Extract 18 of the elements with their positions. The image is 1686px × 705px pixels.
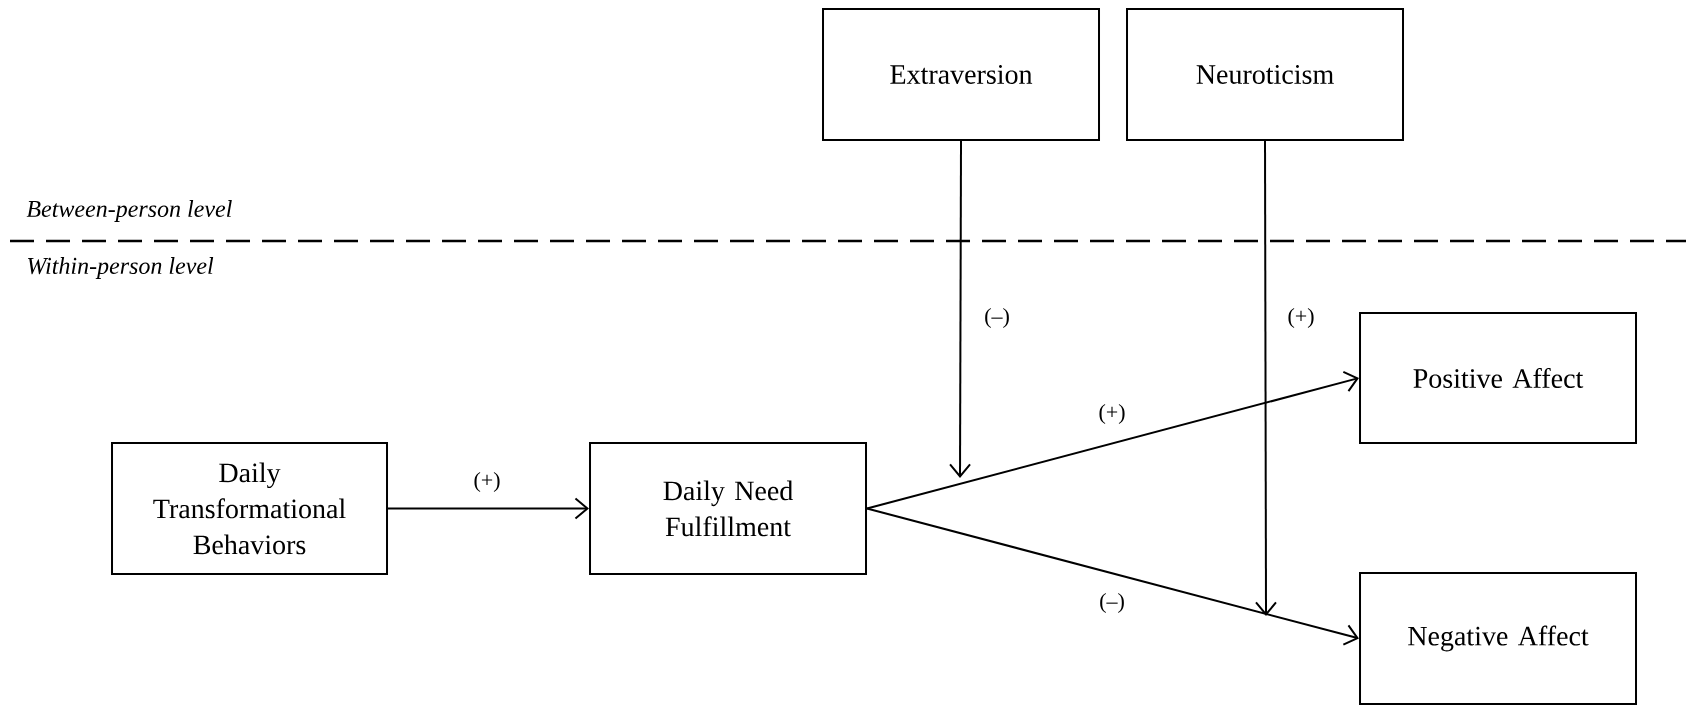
- variable-box: Daily Transformational Behaviors: [111, 442, 388, 575]
- edge-label: (–): [982, 306, 1012, 330]
- variable-box: Neuroticism: [1126, 8, 1404, 141]
- variable-box: Negative Affect: [1359, 572, 1637, 705]
- arrow: [387, 497, 589, 520]
- level-label: Between-person level: [26, 200, 232, 222]
- edge-label: (+): [1096, 402, 1128, 426]
- variable-box: Daily Need Fulfillment: [589, 442, 867, 575]
- arrow: [866, 370, 1359, 510]
- arrow: [949, 140, 972, 478]
- level-label: Within-person level: [28, 257, 214, 279]
- edge-label: (–): [1097, 591, 1127, 615]
- edge-label: (+): [471, 470, 503, 494]
- arrow: [866, 507, 1359, 646]
- variable-box: Extraversion: [822, 8, 1100, 141]
- arrow: [1255, 140, 1277, 616]
- edge-label: (+): [1285, 306, 1317, 330]
- variable-box: Positive Affect: [1359, 312, 1637, 444]
